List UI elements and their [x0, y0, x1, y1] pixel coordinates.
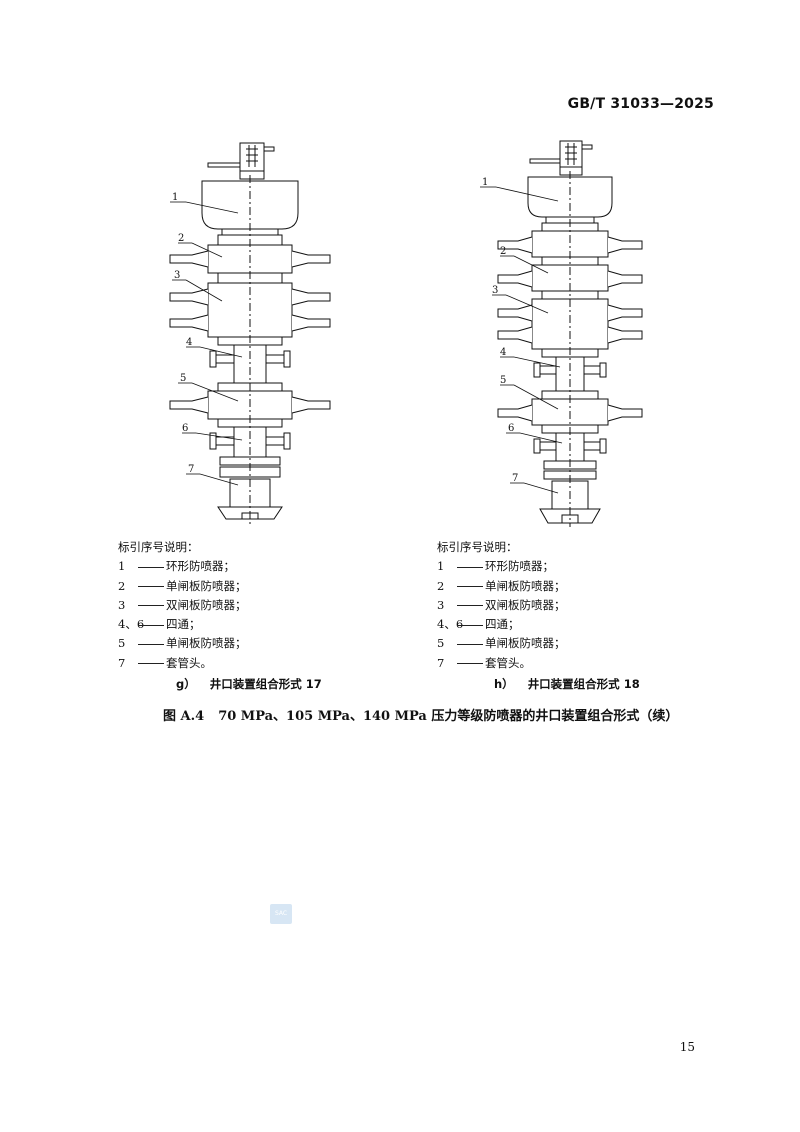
handwheel-icon [529, 140, 593, 176]
sac-watermark-logo: SAC [270, 904, 292, 924]
callout-1: 1 [482, 177, 488, 188]
callout-4: 4 [500, 347, 506, 358]
callout-2: 2 [500, 246, 506, 257]
callout-7: 7 [188, 464, 194, 475]
subfigure-caption-g: g）井口装置组合形式 17 [176, 677, 322, 691]
legend-title: 标引序号说明： [118, 540, 199, 554]
callout-3: 3 [492, 285, 498, 296]
wellhead-diagram-h: 1 2 3 4 5 6 7 [470, 135, 670, 535]
annular-preventer [201, 180, 299, 230]
subfigure-caption-h: h）井口装置组合形式 18 [494, 677, 640, 691]
wellhead-diagram-g: 1 2 3 4 5 6 7 [150, 135, 350, 535]
callout-6: 6 [508, 423, 514, 434]
callout-2: 2 [178, 233, 184, 244]
double-ram [497, 298, 643, 350]
annular-preventer [527, 176, 613, 218]
callout-1: 1 [172, 192, 178, 203]
handwheel-icon [207, 142, 275, 180]
callout-6: 6 [182, 423, 188, 434]
standard-number: GB/T 31033—2025 [567, 96, 714, 112]
spool-lower [533, 432, 607, 462]
callout-7: 7 [512, 473, 518, 484]
callout-4: 4 [186, 337, 192, 348]
callout-5: 5 [180, 373, 186, 384]
legend-title: 标引序号说明： [437, 540, 518, 554]
page-number: 15 [679, 1040, 695, 1054]
single-ram-upper-a [497, 230, 643, 258]
callout-5: 5 [500, 375, 506, 386]
callout-3: 3 [174, 270, 180, 281]
